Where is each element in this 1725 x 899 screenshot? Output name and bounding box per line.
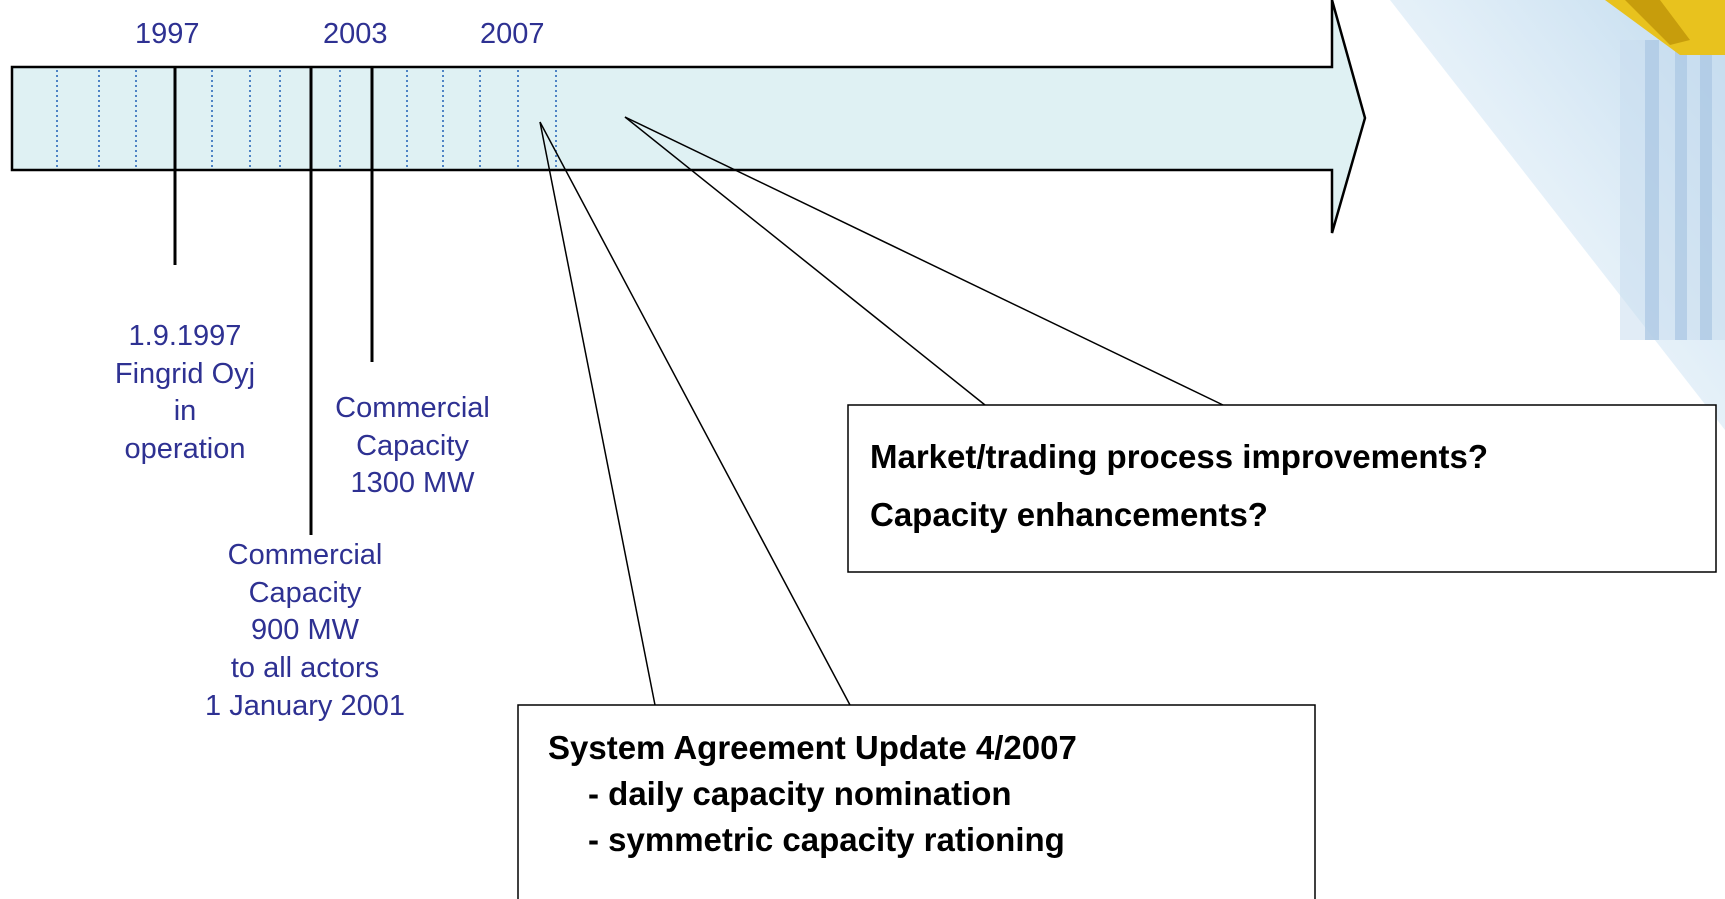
agreement-callout-item: - symmetric capacity rationing: [588, 821, 1065, 859]
event-cap900-line: 900 MW: [251, 614, 359, 647]
future-callout-box: [847, 404, 1717, 573]
year-label-1997: 1997: [135, 18, 200, 50]
future-callout-line-1: Market/trading process improvements?: [870, 438, 1489, 475]
event-cap900-line: to all actors: [230, 652, 380, 685]
future-callout-text: Market/trading process improvements? Cap…: [870, 428, 1488, 544]
event-cap1300-label: Commercial Capacity 1300 MW: [305, 390, 520, 503]
timeline-year-ticks: [56, 70, 557, 167]
event-cap1300-line: Commercial: [335, 392, 490, 424]
year-label-2007: 2007: [480, 18, 545, 50]
year-label-2003: 2003: [323, 18, 388, 50]
agreement-callout-item: - daily capacity nomination: [588, 775, 1012, 813]
event-markers: [173, 67, 374, 535]
event-cap900-line: Capacity: [248, 576, 362, 609]
event-cap900-line: 1 January 2001: [205, 689, 405, 722]
agreement-callout-text: System Agreement Update 4/2007 - daily c…: [548, 725, 1077, 864]
event-cap900-label: Commercial Capacity 900 MW to all actors…: [170, 537, 440, 725]
agreement-callout-box: [517, 704, 1316, 899]
event-fingrid-line: in: [173, 395, 197, 428]
callout-lines: [539, 116, 1224, 706]
future-callout-line-2: Capacity enhancements?: [870, 495, 1268, 533]
event-fingrid-label: 1.9.1997 Fingrid Oyj in operation: [100, 318, 270, 469]
timeline-arrow: [10, 0, 1367, 234]
event-cap1300-line: Capacity: [356, 429, 469, 462]
event-fingrid-line: 1.9.1997: [128, 320, 242, 352]
event-fingrid-line: Fingrid Oyj: [114, 357, 256, 390]
event-cap900-line: Commercial: [227, 539, 383, 571]
agreement-callout-title: System Agreement Update 4/2007: [548, 729, 1077, 766]
power-pylon-graphic: [1390, 0, 1725, 430]
event-cap1300-line: 1300 MW: [350, 467, 475, 500]
event-fingrid-line: operation: [124, 433, 246, 466]
